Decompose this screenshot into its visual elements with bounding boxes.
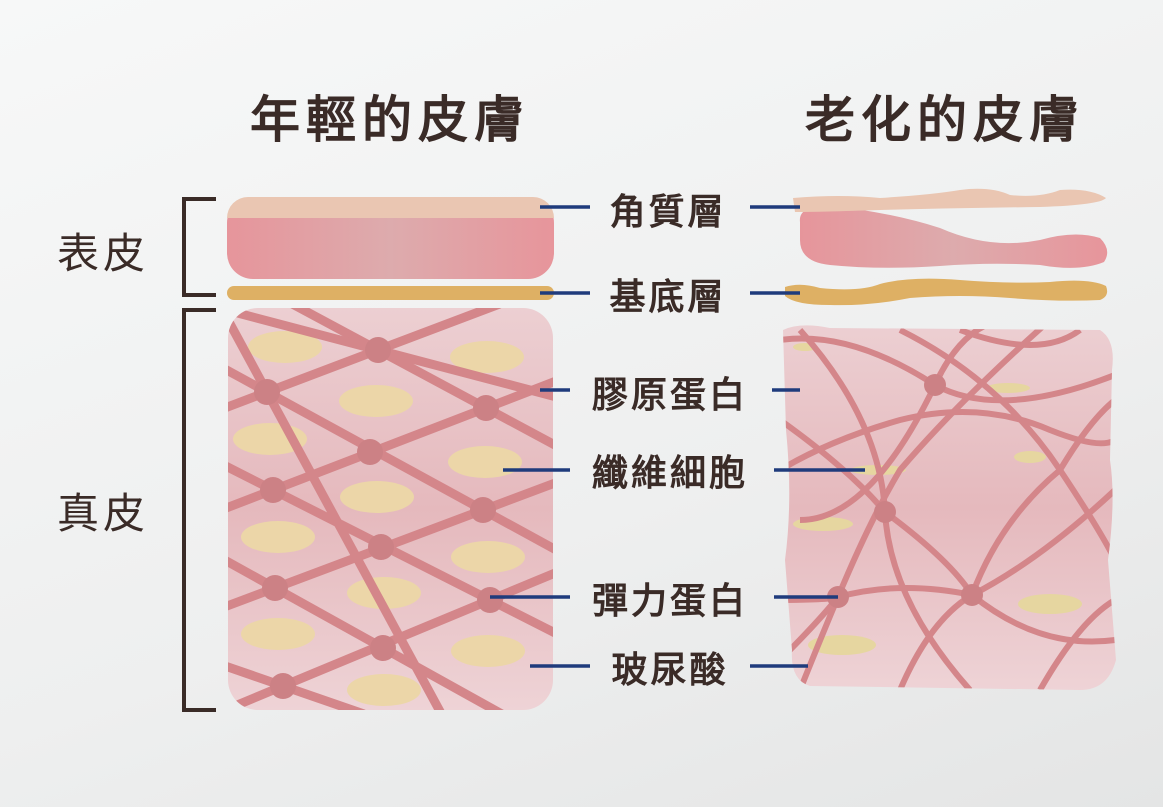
- fibroblast-cell: [986, 383, 1030, 393]
- label-elastin: 彈力蛋白: [592, 581, 748, 622]
- dermis-bracket: [182, 308, 216, 712]
- collagen-fiber: [228, 310, 446, 710]
- aged-epidermis-layer: [799, 205, 1108, 268]
- young-skin-title: 年輕的皮膚: [250, 91, 530, 149]
- dermis-label: 真皮: [57, 489, 149, 538]
- elastin-node: [470, 497, 496, 523]
- collagen-fiber: [958, 327, 1082, 348]
- fibroblast-cell: [451, 541, 525, 573]
- elastin-node: [961, 584, 983, 606]
- collagen-fiber: [1037, 597, 1116, 690]
- elastin-node: [924, 374, 946, 396]
- elastin-node: [874, 501, 896, 523]
- elastin-node: [270, 673, 296, 699]
- fibroblast-cell: [450, 341, 524, 373]
- elastin-node: [365, 337, 391, 363]
- label-stratum-corneum: 角質層: [609, 192, 726, 233]
- young-basal-layer: [227, 286, 554, 300]
- collagen-fiber: [897, 397, 1116, 690]
- leader-lines: [490, 205, 865, 668]
- elastin-node: [262, 575, 288, 601]
- elastin-node: [254, 379, 280, 405]
- epidermis-label: 表皮: [57, 229, 149, 278]
- fibroblast-cell: [241, 618, 315, 650]
- fibroblast-cell: [248, 331, 322, 363]
- elastin-node: [357, 439, 383, 465]
- collagen-fiber: [898, 327, 1116, 562]
- fibroblast-cell: [340, 481, 414, 513]
- fibroblast-cell: [241, 521, 315, 553]
- collagen-fiber: [797, 487, 1116, 690]
- young-epidermis: [227, 197, 554, 300]
- young-corneum-layer: [227, 197, 554, 218]
- label-basal-layer: 基底層: [609, 277, 726, 318]
- label-fibroblast: 纖維細胞: [592, 453, 748, 494]
- collagen-fiber: [290, 308, 553, 451]
- epidermis-bracket: [182, 197, 216, 297]
- fibroblast-cell: [451, 635, 525, 667]
- label-collagen: 膠原蛋白: [592, 375, 748, 416]
- fibroblast-cell: [808, 635, 876, 655]
- fibroblast-cell: [339, 385, 413, 417]
- label-hyaluronic-acid: 玻尿酸: [611, 650, 728, 691]
- elastin-node: [368, 534, 394, 560]
- collagen-fiber: [228, 364, 553, 555]
- elastin-node: [473, 395, 499, 421]
- fibroblast-cell: [347, 577, 421, 609]
- young-dermis: [228, 308, 553, 710]
- elastin-node: [370, 635, 396, 661]
- aged-epidermis: [785, 188, 1108, 306]
- aged-corneum-layer: [793, 188, 1106, 212]
- fibroblast-cell: [1018, 594, 1082, 614]
- elastin-node: [260, 477, 286, 503]
- fibroblast-cell: [448, 446, 522, 478]
- aged-basal-layer: [785, 278, 1108, 306]
- aged-skin-title: 老化的皮膚: [805, 91, 1085, 149]
- fibroblast-cell: [347, 674, 421, 706]
- elastin-node: [477, 587, 503, 613]
- fibroblast-cell: [1014, 451, 1046, 463]
- aged-dermis: [783, 325, 1116, 690]
